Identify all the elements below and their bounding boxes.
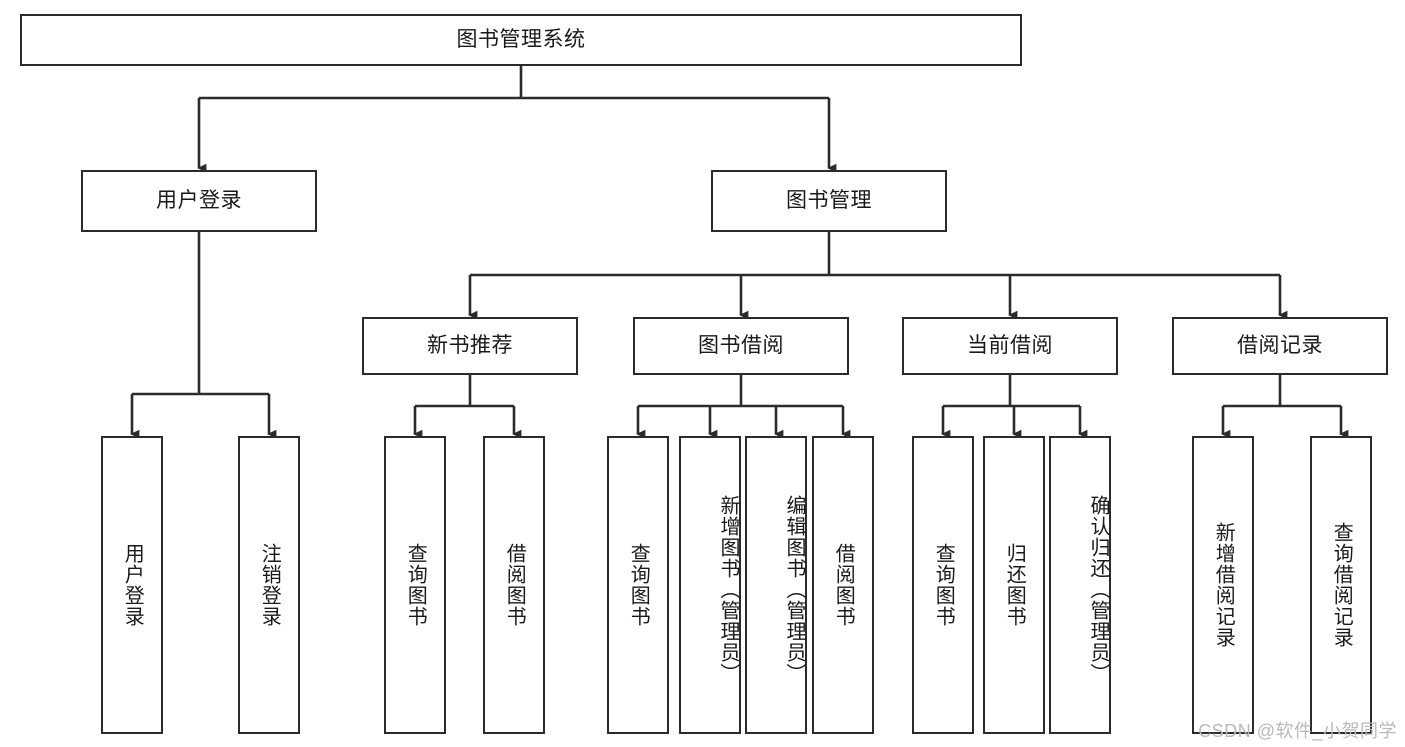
node-new-book-rec[interactable]: 新书推荐 [362, 317, 578, 375]
node-label: 确认归还（管理员） [1087, 494, 1109, 684]
node-leaf-query-book-1[interactable]: 查询图书 [384, 436, 446, 734]
node-label: 图书管理系统 [456, 28, 586, 52]
node-user-login[interactable]: 用户登录 [81, 170, 317, 232]
node-leaf-query-book-2[interactable]: 查询图书 [607, 436, 669, 734]
node-label: 查询图书 [932, 543, 955, 627]
node-leaf-add-record[interactable]: 新增借阅记录 [1192, 436, 1254, 734]
node-label: 新书推荐 [427, 334, 513, 358]
node-leaf-user-login[interactable]: 用户登录 [101, 436, 163, 734]
node-book-manage[interactable]: 图书管理 [711, 170, 947, 232]
node-label: 用户登录 [156, 189, 242, 213]
node-leaf-logout[interactable]: 注销登录 [238, 436, 300, 734]
node-leaf-borrow-book-1[interactable]: 借阅图书 [483, 436, 545, 734]
node-label: 编辑图书（管理员） [783, 494, 805, 684]
node-label: 查询图书 [627, 543, 650, 627]
node-root[interactable]: 图书管理系统 [20, 14, 1022, 66]
node-label: 查询图书 [404, 543, 427, 627]
node-label: 用户登录 [121, 543, 144, 627]
node-leaf-query-record[interactable]: 查询借阅记录 [1310, 436, 1372, 734]
node-label: 借阅记录 [1237, 334, 1323, 358]
node-label: 借阅图书 [832, 543, 855, 627]
node-label: 注销登录 [258, 543, 281, 627]
node-label: 图书管理 [786, 189, 872, 213]
node-current-borrow[interactable]: 当前借阅 [902, 317, 1118, 375]
node-book-borrow[interactable]: 图书借阅 [633, 317, 849, 375]
node-label: 新增借阅记录 [1212, 522, 1235, 648]
watermark-label: CSDN @软件_小贺同学 [1198, 721, 1397, 741]
node-leaf-return-book[interactable]: 归还图书 [983, 436, 1045, 734]
node-label: 借阅图书 [503, 543, 526, 627]
node-label: 当前借阅 [967, 334, 1053, 358]
node-label: 归还图书 [1003, 543, 1026, 627]
node-label: 新增图书（管理员） [717, 494, 739, 684]
node-leaf-edit-book[interactable]: 编辑图书（管理员） [745, 436, 807, 734]
node-label: 查询借阅记录 [1330, 522, 1353, 648]
node-leaf-query-book-3[interactable]: 查询图书 [912, 436, 974, 734]
node-borrow-record[interactable]: 借阅记录 [1172, 317, 1388, 375]
node-leaf-add-book[interactable]: 新增图书（管理员） [679, 436, 741, 734]
node-leaf-borrow-book-2[interactable]: 借阅图书 [812, 436, 874, 734]
node-label: 图书借阅 [698, 334, 784, 358]
node-leaf-confirm-return[interactable]: 确认归还（管理员） [1049, 436, 1111, 734]
